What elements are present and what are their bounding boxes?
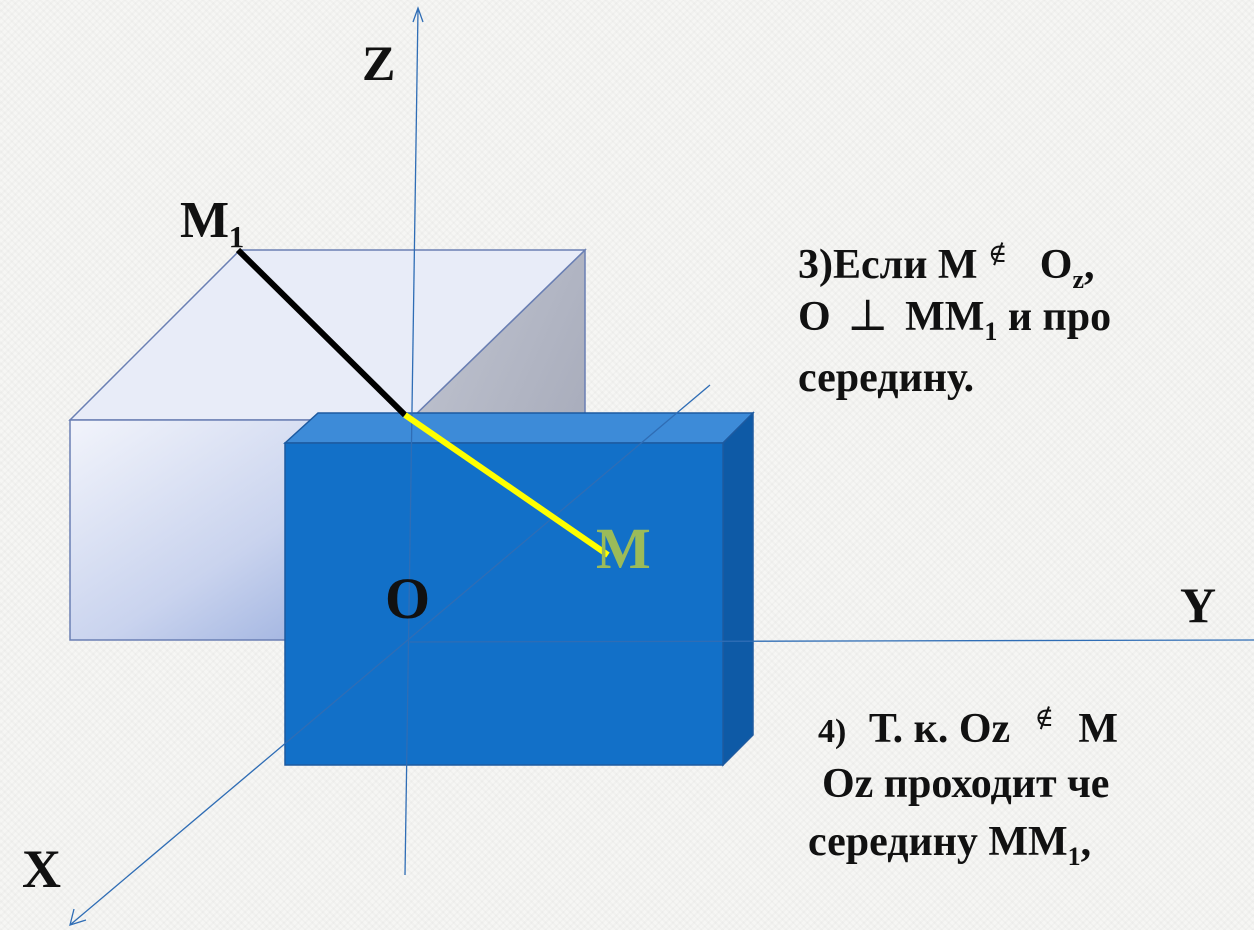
- axis-o-text: O: [1039, 242, 1073, 288]
- subscript-z: z: [1072, 265, 1085, 294]
- comma-2: ,: [1080, 819, 1092, 865]
- statement-3: 3)Если М ∉ Oz, О ⊥ ММ1 и про середину.: [798, 226, 1254, 416]
- box-front-face: [284, 442, 724, 766]
- statement-3-line-3: середину.: [798, 355, 975, 401]
- m-text: М: [1078, 706, 1119, 752]
- point-m1-label: M₁: [180, 192, 245, 249]
- segment-o-m: [403, 412, 610, 558]
- segment-mm1-text: ММ: [905, 294, 985, 340]
- subscript-1: 1: [984, 317, 998, 346]
- y-axis-label: Y: [1180, 577, 1217, 633]
- not-element-symbol: ∉: [988, 239, 1008, 268]
- segment-o-m1: [235, 247, 408, 418]
- y-axis: [409, 639, 1254, 643]
- passes-text: и про: [1007, 294, 1112, 340]
- origin-label: O: [385, 566, 431, 631]
- o-text: О: [798, 294, 831, 340]
- statement-4: 4) Т. к. Оz ∉ М Оz проходит че середину …: [808, 690, 1254, 930]
- axes: [69, 6, 1254, 926]
- x-axis: [69, 384, 711, 926]
- box-top-face: [283, 412, 755, 444]
- x-axis-label: X: [22, 839, 61, 899]
- statement-4-line-2: Оz проходит че: [822, 761, 1110, 807]
- not-element-symbol-2: ∉: [1034, 703, 1054, 732]
- subscript-1-b: 1: [1067, 842, 1081, 871]
- midpoint-text: середину ММ: [808, 819, 1068, 865]
- perpendicular-symbol: ⊥: [847, 291, 889, 340]
- statement-3-line-2: О ⊥ ММ1 и про: [798, 288, 1111, 345]
- comma: ,: [1084, 242, 1095, 288]
- front-box: [283, 411, 755, 767]
- box-side-face: [722, 411, 754, 767]
- item-number: 4): [818, 713, 847, 750]
- statement-4-line-1: 4) Т. к. Оz ∉ М: [818, 690, 1118, 760]
- point-m-label: M: [596, 516, 651, 581]
- statement-3-line-1: 3)Если М ∉ Oz,: [798, 226, 1095, 293]
- x-axis-arrow: [69, 908, 87, 926]
- z-axis-label: Z: [362, 35, 396, 91]
- z-axis: [404, 9, 419, 876]
- statement-3-text: 3)Если М: [798, 242, 978, 288]
- z-axis-arrow: [412, 6, 424, 23]
- statement-4-text: Т. к. Оz: [868, 706, 1011, 752]
- statement-4-line-3: середину ММ1,: [808, 814, 1091, 870]
